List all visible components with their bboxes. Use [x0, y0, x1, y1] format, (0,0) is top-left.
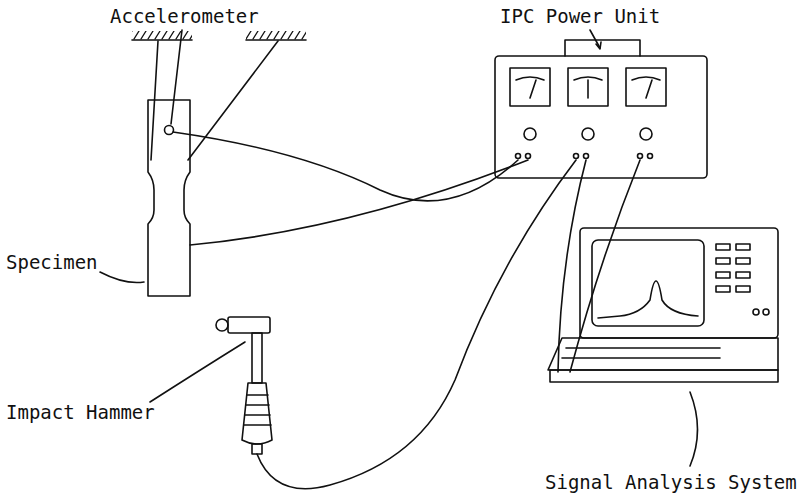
specimen — [148, 100, 190, 296]
part-label: Signal Analysis System — [545, 472, 797, 493]
cable — [570, 160, 640, 372]
cable — [190, 160, 528, 245]
signal-analyzer — [548, 228, 778, 382]
leader-line — [150, 342, 245, 402]
leader-line — [690, 392, 698, 466]
power-unit — [495, 40, 707, 178]
accelerometer — [165, 126, 174, 135]
part-label: Impact Hammer — [6, 402, 155, 423]
part-label: IPC Power Unit — [500, 6, 660, 27]
leader-line — [100, 272, 144, 283]
leader-line — [171, 30, 182, 124]
leader-line — [590, 30, 600, 48]
cable — [257, 160, 576, 489]
support — [132, 31, 306, 40]
part-label: Accelerometer — [110, 6, 259, 27]
cable — [558, 160, 586, 372]
part-label: Specimen — [6, 252, 98, 273]
leader-arrow — [596, 42, 601, 49]
impact-hammer — [216, 317, 272, 454]
cable — [173, 132, 518, 201]
